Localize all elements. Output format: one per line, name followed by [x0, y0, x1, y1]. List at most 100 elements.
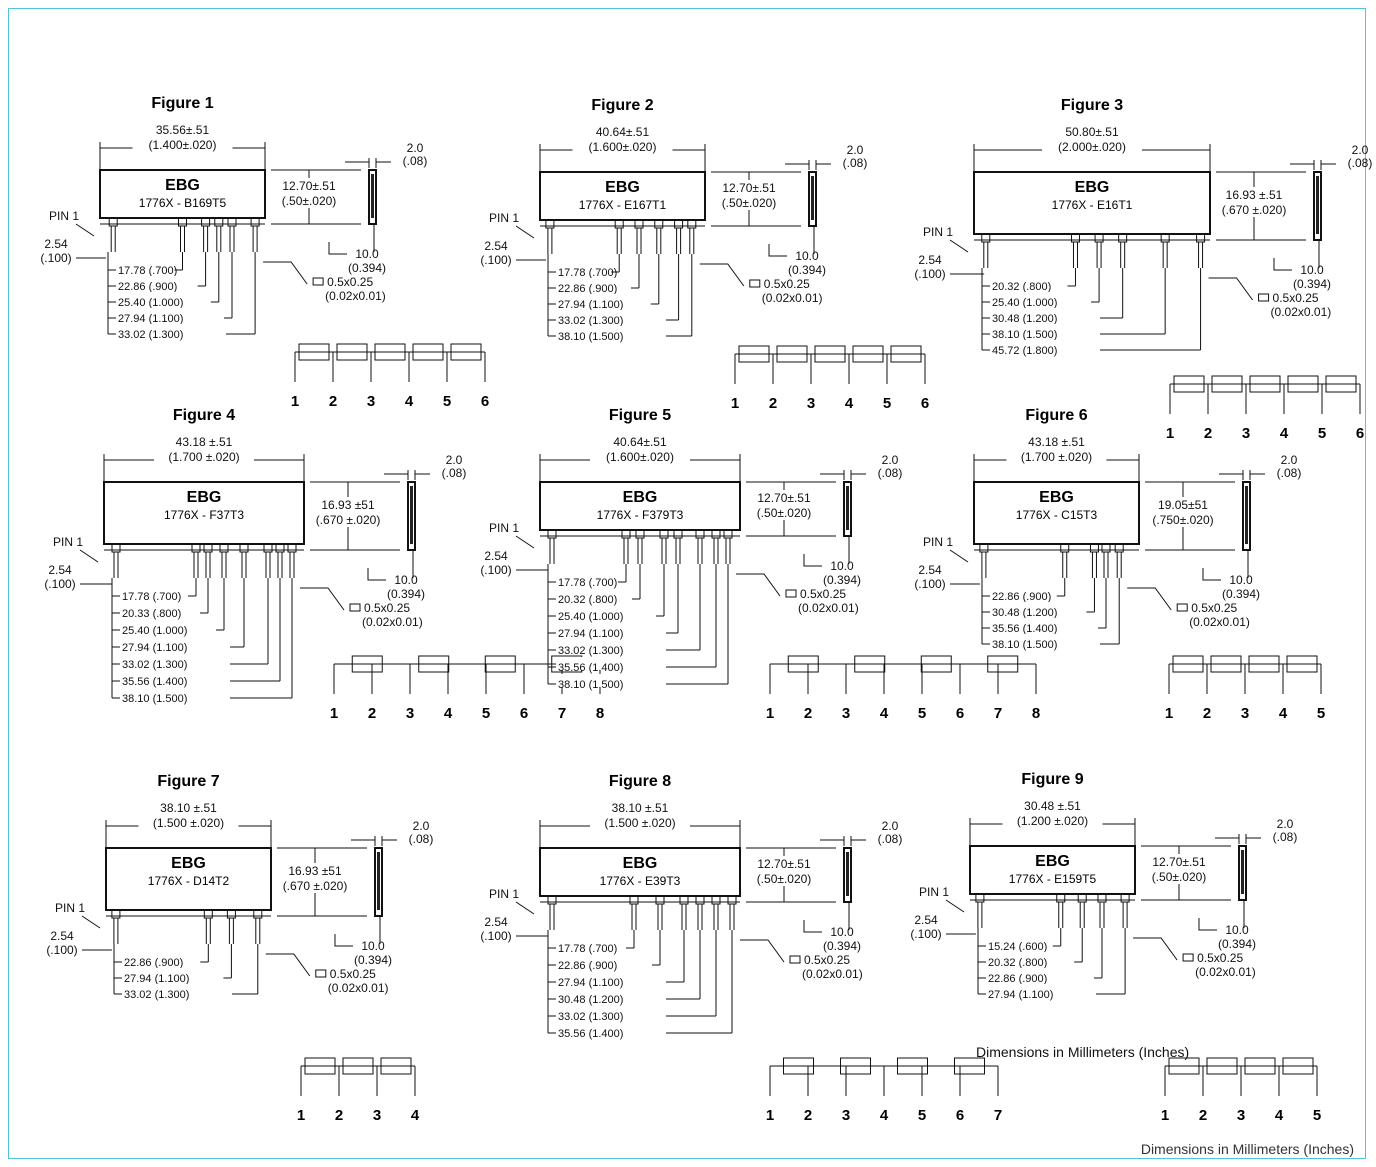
pin-shoulder [659, 529, 669, 539]
lead-section-leader [740, 939, 785, 963]
width-label-bg [154, 436, 254, 466]
side-view-fill [1316, 176, 1319, 234]
schematic-pin-label: 4 [845, 395, 854, 412]
schematic-element [852, 345, 884, 363]
height-value: 12.70±.51 [757, 491, 811, 505]
schematic-pin-label: 2 [335, 1107, 343, 1124]
pin-dim-label-bg [556, 1006, 666, 1019]
pin-dim-label-bg [990, 340, 1100, 353]
pin-dim-label-bg [990, 618, 1098, 631]
pin1-leader [949, 549, 969, 563]
pin-dim-label-bg [116, 276, 198, 289]
pin-dim-value: 22.86 (.900) [124, 957, 183, 969]
pin-dim-value: 25.40 (1.000) [992, 297, 1057, 309]
width-label-bg [132, 124, 233, 154]
pin-shoulder [723, 529, 733, 539]
figure-drawing: Figure 930.48 ±.51(1.200 ±.020)EBG1776X … [910, 771, 1321, 1124]
pin-dim-value: 38.10 (1.500) [992, 329, 1057, 341]
lead-section-icon [1182, 953, 1194, 962]
pin-shoulder [711, 529, 721, 539]
pitch-value-inch: (.100) [44, 577, 75, 591]
height-value-inch: (.50±.020) [722, 196, 777, 210]
width-label-bg [138, 802, 239, 832]
pin-shoulder [275, 543, 285, 553]
lead-length-value: 10.0 [1229, 573, 1253, 587]
package-body [973, 171, 1211, 235]
lead-length-value: 10.0 [394, 573, 418, 587]
pin-shoulder [1070, 233, 1080, 243]
schematic-pin-label: 2 [1199, 1107, 1207, 1124]
pin-dim-value: 35.56 (1.400) [992, 623, 1057, 635]
height-value: 12.70±.51 [722, 181, 776, 195]
pin-shoulder [1101, 543, 1111, 553]
schematic-element [776, 345, 808, 363]
thickness-value-inch: (.08) [878, 832, 903, 846]
pin-dim-label-bg [120, 620, 216, 633]
schematic-pin-label: 1 [330, 705, 338, 722]
height-label-bg [1145, 854, 1215, 884]
part-number: 1776X - D14T2 [148, 874, 230, 888]
schematic-element [854, 655, 886, 673]
height-label-bg [750, 856, 820, 886]
pin-dim-value: 35.56 (1.400) [558, 1028, 623, 1040]
figure-title: Figure 2 [591, 97, 653, 114]
pin-dim-value: 33.02 (1.300) [558, 1011, 623, 1023]
lead-length-value-inch: (0.394) [788, 263, 826, 277]
side-view-fill [846, 486, 849, 530]
pin-dim-label-bg [986, 968, 1094, 981]
lead-section-icon [315, 969, 327, 978]
pin-shoulder [687, 219, 697, 229]
schematic-element [304, 1057, 336, 1075]
pin-dim-label-bg [556, 262, 612, 275]
pin-dim-label-bg [116, 260, 175, 273]
lead-section-value: 0.5x0.25 [1197, 951, 1243, 965]
side-view-fill [846, 852, 849, 896]
lead-length-value: 10.0 [1300, 263, 1324, 277]
pin-dim-label-bg [556, 1023, 666, 1036]
schematic-pin-label: 6 [520, 705, 528, 722]
lead-length-leader [1273, 258, 1292, 271]
pin-shoulder [1196, 233, 1206, 243]
schematic-element [987, 655, 1019, 673]
side-view-fill [410, 486, 413, 544]
pin-dim-label-bg [122, 968, 224, 981]
pin-dim-label-bg [556, 972, 666, 985]
pin-shoulder [727, 895, 737, 905]
pin-shoulder [191, 543, 201, 553]
height-value: 16.93 ±51 [321, 498, 375, 512]
pin-shoulder [1089, 543, 1099, 553]
thickness-value: 2.0 [882, 453, 899, 467]
pin-shoulder [1097, 893, 1107, 903]
lead-section-value-inch: (0.02x0.01) [762, 291, 823, 305]
pin-shoulder [674, 219, 684, 229]
schematic-pin-label: 5 [482, 705, 490, 722]
part-number: 1776X - E16T1 [1052, 198, 1133, 212]
schematic-pin-label: 7 [994, 1107, 1002, 1124]
pin-dim-value: 22.86 (.900) [558, 960, 617, 972]
figure-title: Figure 4 [173, 407, 235, 424]
pin-dim-value: 33.02 (1.300) [118, 329, 183, 341]
lead-length-leader [1202, 568, 1221, 581]
schematic-pin-label: 4 [1279, 705, 1288, 722]
side-view-fill [811, 176, 814, 220]
pin-dim-label-bg [556, 938, 626, 951]
pin-dim-value: 35.56 (1.400) [122, 676, 187, 688]
schematic-pin-label: 3 [842, 1107, 850, 1124]
pin-dim-label-bg [990, 292, 1092, 305]
pitch-value: 2.54 [484, 239, 508, 253]
pin1-label: PIN 1 [923, 225, 953, 239]
schematic-pin-label: 1 [1166, 425, 1174, 442]
pitch-value: 2.54 [484, 915, 508, 929]
pin-dim-value: 33.02 (1.300) [558, 315, 623, 327]
pin-dim-value: 20.32 (.800) [992, 281, 1051, 293]
lead-section-value-inch: (0.02x0.01) [1271, 305, 1332, 319]
schematic-pin-label: 1 [766, 705, 774, 722]
pin1-leader [75, 223, 95, 237]
height-label-bg [281, 863, 351, 893]
pitch-value-inch: (.100) [910, 927, 941, 941]
pin1-leader [515, 225, 535, 239]
